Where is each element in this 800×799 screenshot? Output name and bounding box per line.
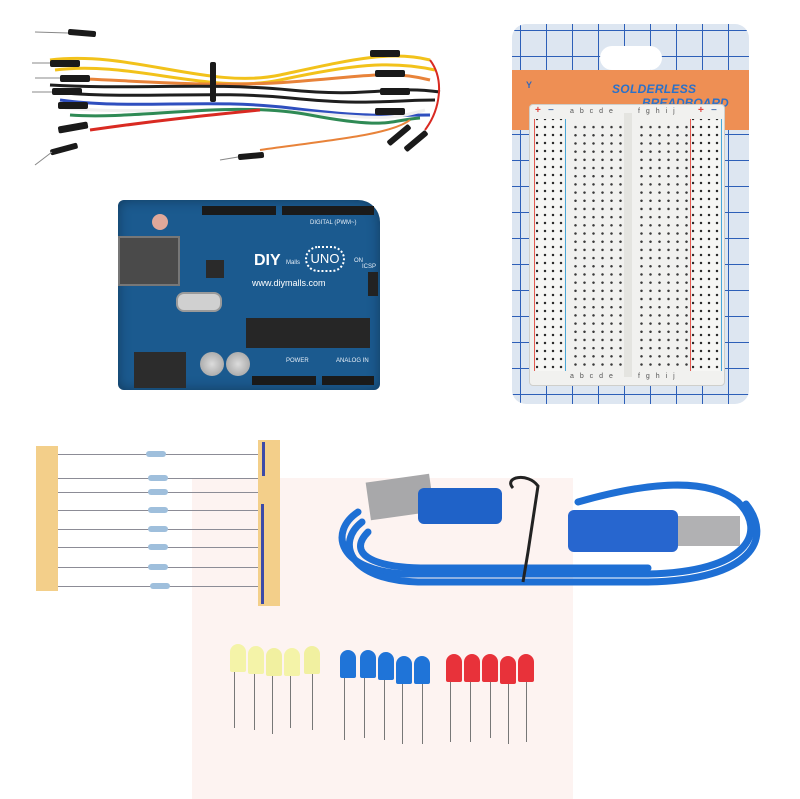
- led-group: [228, 640, 548, 750]
- led-leg: [312, 674, 313, 730]
- usb-b-plug: [678, 516, 740, 546]
- digital-header-1: [202, 206, 276, 215]
- led-blue: [396, 656, 412, 684]
- column-labels-right: f g h i j: [638, 108, 677, 115]
- power-label: POWER: [286, 358, 309, 364]
- led-leg: [450, 682, 451, 742]
- column-labels-right-bottom: f g h i j: [638, 373, 677, 380]
- dc-power-jack: [134, 352, 186, 388]
- led-leg: [470, 682, 471, 742]
- capacitor: [200, 352, 224, 376]
- led-blue: [340, 650, 356, 678]
- resistor: [148, 489, 168, 495]
- icsp-label: ICSP: [362, 264, 377, 270]
- package-title-line1: SOLDERLESS: [612, 82, 697, 96]
- led-leg: [364, 678, 365, 738]
- rail-minus-label: −: [711, 105, 717, 116]
- photo-backdrop: [192, 478, 573, 799]
- led-red: [464, 654, 480, 682]
- crystal-oscillator: [176, 292, 222, 312]
- usb-cable: [338, 473, 761, 586]
- resistor: [148, 507, 168, 513]
- breadboard: + − + − a b c d e f g h i j a b c d e f …: [529, 104, 725, 386]
- led-leg: [290, 676, 291, 728]
- led-yellow: [284, 648, 300, 676]
- usb-b-jack: [118, 236, 180, 286]
- tape-marker: [262, 442, 265, 476]
- resistor: [148, 475, 168, 481]
- atmega-chip: [246, 318, 370, 348]
- column-labels-left-bottom: a b c d e: [570, 373, 615, 380]
- led-red: [446, 654, 462, 682]
- digital-header-2: [282, 206, 374, 215]
- led-leg: [422, 684, 423, 744]
- led-yellow: [248, 646, 264, 674]
- led-leg: [402, 684, 403, 744]
- capacitor: [226, 352, 250, 376]
- digital-label: DIGITAL (PWM~): [310, 220, 357, 226]
- resistor: [146, 451, 166, 457]
- led-leg: [526, 682, 527, 742]
- led-red: [500, 656, 516, 684]
- led-blue: [360, 650, 376, 678]
- package-corner-mark: Y: [526, 80, 533, 90]
- reset-button: [152, 214, 168, 230]
- usb-a-plug: [365, 473, 435, 521]
- terminal-strip-right: [634, 121, 688, 369]
- icsp-header: [368, 272, 378, 296]
- brand-logo: DIY: [254, 252, 281, 269]
- resistor: [148, 544, 168, 550]
- led-yellow: [304, 646, 320, 674]
- resistor: [148, 564, 168, 570]
- led-yellow: [266, 648, 282, 676]
- tape-left: [36, 446, 58, 591]
- power-rail-right: [692, 119, 720, 371]
- resistor: [148, 526, 168, 532]
- tape-marker: [261, 504, 264, 604]
- led-blue: [378, 652, 394, 680]
- breadboard-package: Y SOLDERLESS BREADBOARD + − + − a b c d …: [512, 24, 749, 404]
- power-header: [252, 376, 316, 385]
- center-channel: [624, 113, 632, 377]
- analog-header: [322, 376, 374, 385]
- rail-line-red: [690, 119, 691, 371]
- rail-line-blue: [721, 119, 722, 371]
- brand-suffix: Malls: [286, 260, 301, 266]
- led-leg: [254, 674, 255, 730]
- rail-plus-label: +: [698, 105, 704, 116]
- rail-line-blue: [565, 119, 566, 371]
- power-rail-left: [536, 119, 564, 371]
- model-badge: UNO: [305, 246, 345, 272]
- rail-line-red: [534, 119, 535, 371]
- led-leg: [508, 684, 509, 744]
- led-yellow: [230, 644, 246, 672]
- rail-minus-label: −: [548, 105, 554, 116]
- usb-a-housing: [418, 488, 502, 524]
- on-led-label: ON: [354, 258, 363, 264]
- resistor-strip: [36, 440, 286, 606]
- led-leg: [490, 682, 491, 738]
- arduino-uno-board: DIGITAL (PWM~) DIY Malls UNO ON ICSP www…: [118, 200, 380, 390]
- usb-b-housing: [568, 510, 678, 552]
- led-leg: [272, 676, 273, 734]
- jumper-wires-bundle: [32, 28, 441, 166]
- led-blue: [414, 656, 430, 684]
- usb-interface-chip: [206, 260, 224, 278]
- resistor: [150, 583, 170, 589]
- led-leg: [234, 672, 235, 728]
- terminal-strip-left: [568, 121, 622, 369]
- led-red: [482, 654, 498, 682]
- hang-hole: [600, 46, 662, 70]
- cable-tie: [509, 476, 540, 583]
- rail-plus-label: +: [535, 105, 541, 116]
- analog-label: ANALOG IN: [336, 358, 369, 364]
- led-leg: [384, 680, 385, 740]
- column-labels-left: a b c d e: [570, 108, 615, 115]
- led-red: [518, 654, 534, 682]
- board-url: www.diymalls.com: [252, 278, 326, 288]
- led-leg: [344, 678, 345, 740]
